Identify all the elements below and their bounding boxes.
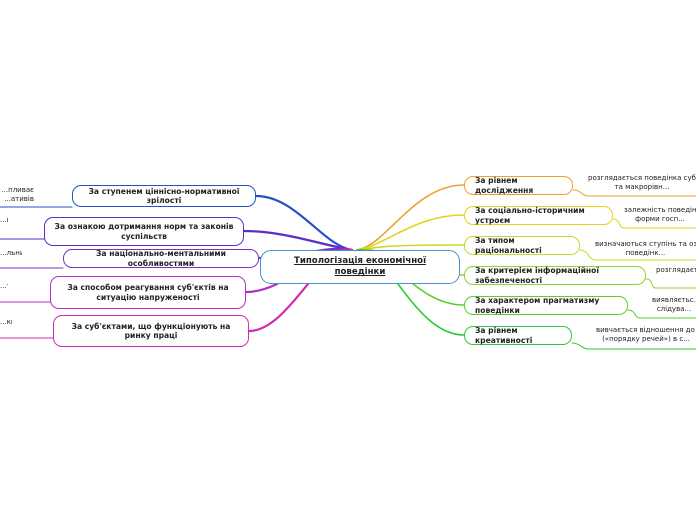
branch-label: За національно-ментальними особливостями — [96, 249, 226, 268]
leaf-text: розглядаєт... — [656, 266, 696, 274]
leaf-connector — [571, 342, 696, 350]
branch-label: За соціально-історичним устроєм — [475, 206, 585, 225]
branch-stress-reaction[interactable]: За способом реагування суб'єктів на ситу… — [50, 276, 246, 309]
leaf-text: ...льних — [0, 249, 22, 257]
leaf-text: залежність поведін...форми госп... — [624, 206, 696, 224]
branch-socio-historical[interactable]: За соціально-історичним устроєм — [464, 206, 613, 225]
branch-research-level[interactable]: За рівнем дослідження — [464, 176, 573, 195]
leaf-text: вивчається відношення до і...(«порядку р… — [596, 326, 696, 344]
branch-label: За суб'єктами, що функціонують на ринку … — [71, 321, 231, 340]
branch-law-compliance[interactable]: За ознакою дотримання норм та законів су… — [44, 217, 244, 246]
leaf-connector — [612, 218, 696, 229]
central-topic-label: Типологізація економічної поведінки — [293, 255, 427, 277]
leaf-connector — [572, 189, 696, 197]
leaf-connector — [627, 309, 696, 319]
branch-national-mental[interactable]: За національно-ментальними особливостями — [63, 249, 259, 268]
leaf-connector — [645, 278, 696, 289]
branch-connector — [356, 184, 465, 251]
branch-creativity-level[interactable]: За рівнем креативності — [464, 326, 572, 345]
branch-label: За характером прагматизму поведінки — [475, 296, 600, 315]
branch-label: За рівнем креативності — [475, 326, 533, 345]
leaf-text: ...и — [0, 216, 8, 224]
branch-connector — [356, 214, 465, 251]
branch-connector — [242, 229, 354, 252]
leaf-text: ...та — [0, 282, 8, 290]
leaf-text: визначаються ступінь та озн...поведінк..… — [595, 240, 696, 258]
leaf-text: виявляєтьс...слідува... — [652, 296, 696, 314]
branch-pragmatism[interactable]: За характером прагматизму поведінки — [464, 296, 628, 315]
branch-connector — [356, 244, 465, 251]
branch-label: За ознакою дотримання норм та законів су… — [54, 222, 234, 241]
branch-information-support[interactable]: За критерієм інформаційної забезпеченост… — [464, 266, 646, 285]
central-topic[interactable]: Типологізація економічної поведінки — [260, 250, 460, 284]
branch-label: За способом реагування суб'єктів на ситу… — [67, 283, 229, 302]
branch-label: За ступенем ціннісно-нормативної зрілост… — [88, 186, 240, 205]
branch-connector — [254, 194, 354, 252]
branch-label: За критерієм інформаційної забезпеченост… — [475, 266, 600, 285]
leaf-text: ...пливає...ативів — [1, 186, 34, 204]
branch-rationality-type[interactable]: За типом раціональності — [464, 236, 580, 255]
leaf-text: розглядається поведінка суб'єк...та макр… — [588, 174, 696, 192]
branch-labor-market-subjects[interactable]: За суб'єктами, що функціонують на ринку … — [53, 315, 249, 347]
branch-label: За типом раціональності — [475, 236, 542, 255]
branch-label: За рівнем дослідження — [475, 176, 534, 195]
branch-value-normative-maturity[interactable]: За ступенем ціннісно-нормативної зрілост… — [72, 185, 256, 207]
leaf-text: ...ки — [0, 318, 12, 326]
leaf-connector — [579, 249, 696, 261]
